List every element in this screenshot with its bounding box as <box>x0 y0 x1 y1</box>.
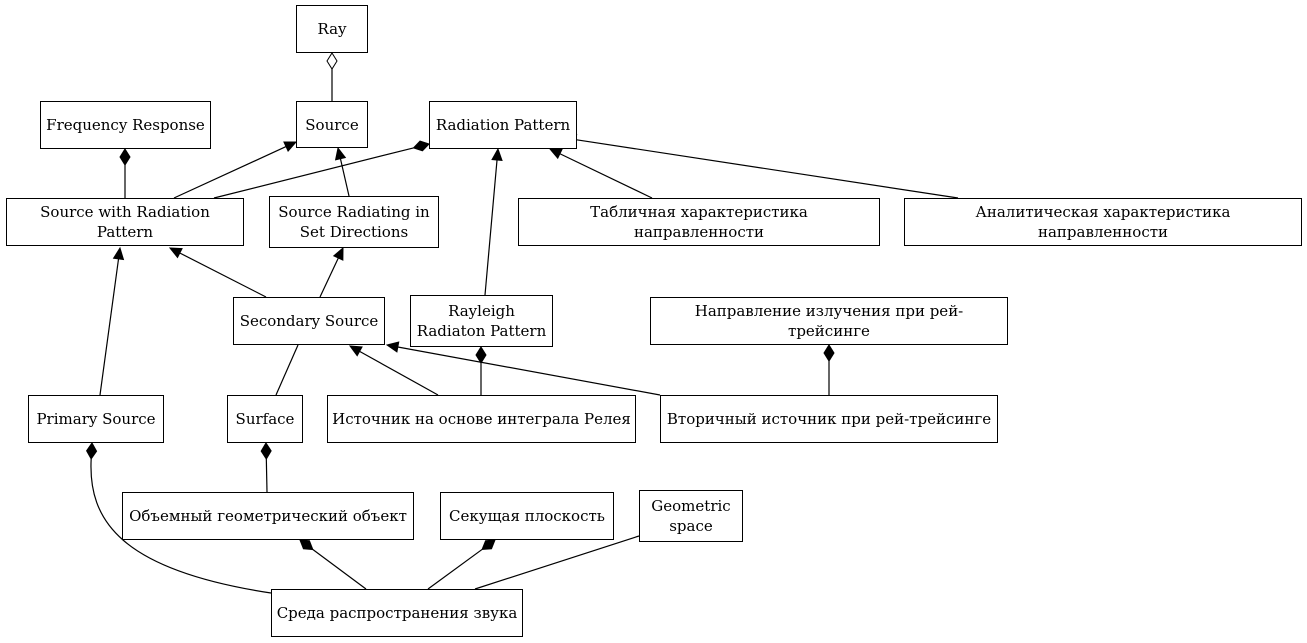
edge-volobj-surface-diamond <box>260 442 272 460</box>
edge-medium-volobj-diamond <box>299 539 314 551</box>
node-source: Source <box>296 101 368 148</box>
edge-primary-swrp-arrowhead <box>112 246 125 261</box>
edge-rayleighsrc-secondary-arrowhead <box>348 345 363 357</box>
edge-analytic-radpat <box>575 139 959 199</box>
edge-medium-plane-diamond <box>481 539 496 551</box>
edge-rayleigh-radpat <box>484 159 498 296</box>
node-ray-tracing-direction: Направление излучения при рей-трейсинге <box>650 297 1008 345</box>
node-source-with-radiation-pattern: Source with Radiation Pattern <box>6 198 244 246</box>
edge-swrp-radpat <box>213 147 414 199</box>
node-frequency-response: Frequency Response <box>40 101 211 149</box>
edge-rayleighsrc-rayleigh-diamond <box>475 346 487 364</box>
edge-medium-volobj <box>312 549 367 590</box>
edge-medium-primary <box>90 458 272 594</box>
edge-srsd-source <box>339 158 350 197</box>
node-ray-tracing-secondary-source: Вторичный источник при рей-трейсинге <box>660 395 998 443</box>
node-sound-medium: Среда распространения звука <box>271 589 523 637</box>
node-surface: Surface <box>227 395 303 443</box>
node-primary-source: Primary Source <box>28 395 164 443</box>
edge-secondary-swrp <box>179 252 267 298</box>
edge-table-radpat <box>559 153 653 199</box>
edge-secray-secondary-arrowhead <box>385 341 400 353</box>
edge-secondary-srsd <box>319 257 339 298</box>
edge-srsd-source-arrowhead <box>334 146 347 161</box>
node-geometric-space: Geometric space <box>639 490 743 542</box>
node-rayleigh-radiation-pattern: Rayleigh Radiaton Pattern <box>410 295 553 347</box>
edge-swrp-source <box>173 146 287 199</box>
edge-source-ray-diamond <box>326 52 338 70</box>
node-tabular-directivity: Табличная характеристика направленности <box>518 198 880 246</box>
edge-secray-secondary <box>397 346 661 396</box>
edge-swrp-radpat-diamond <box>412 140 430 152</box>
edge-rayleighsrc-secondary <box>359 350 439 396</box>
node-cutting-plane: Секущая плоскость <box>440 492 614 540</box>
edge-volobj-surface <box>265 458 268 493</box>
node-rayleigh-integral-source: Источник на основе интеграла Релея <box>327 395 636 443</box>
node-secondary-source: Secondary Source <box>233 297 385 345</box>
edge-secray-direction-diamond <box>823 344 835 362</box>
edge-swrp-freq-diamond <box>119 148 131 166</box>
edge-medium-geospace <box>474 535 640 590</box>
edge-surface-secondary <box>275 344 299 396</box>
edge-primary-swrp <box>99 258 120 396</box>
node-radiation-pattern: Radiation Pattern <box>429 101 577 149</box>
edge-medium-primary-diamond <box>86 442 98 460</box>
node-ray: Ray <box>296 5 368 53</box>
edge-medium-plane <box>427 548 483 590</box>
node-volumetric-object: Объемный геометрический объект <box>122 492 414 540</box>
edge-rayleigh-radpat-arrowhead <box>491 147 503 161</box>
node-source-radiating-in-set-directions: Source Radiating in Set Directions <box>269 196 439 248</box>
node-analytic-directivity: Аналитическая характеристика направленно… <box>904 198 1302 246</box>
